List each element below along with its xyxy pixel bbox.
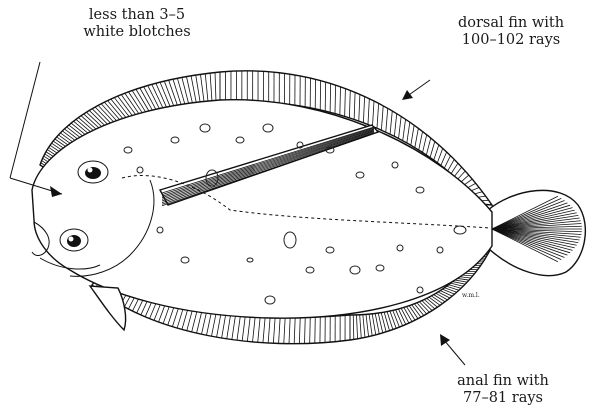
anal-arrow [440, 334, 450, 346]
anal-fin-annotation: anal fin with 77–81 rays [428, 373, 578, 407]
dorsal-annotation-line-2: 100–102 rays [436, 32, 586, 49]
dorsal-fin-annotation: dorsal fin with 100–102 rays [436, 15, 586, 49]
anal-annotation-line-1: anal fin with [428, 373, 578, 390]
blotches-annotation-line-1: less than 3–5 [62, 7, 212, 24]
artist-signature: w.m.l. [462, 292, 480, 299]
pelvic-fin [90, 286, 126, 330]
blotches-leader-line [10, 62, 40, 178]
blotches-annotation-line-2: white blotches [62, 24, 212, 41]
dorsal-annotation-line-1: dorsal fin with [436, 15, 586, 32]
blotches-annotation: less than 3–5 white blotches [62, 7, 212, 41]
dorsal-arrow [402, 90, 413, 100]
anal-annotation-line-2: 77–81 rays [428, 390, 578, 407]
anal-leader-line [444, 340, 465, 365]
